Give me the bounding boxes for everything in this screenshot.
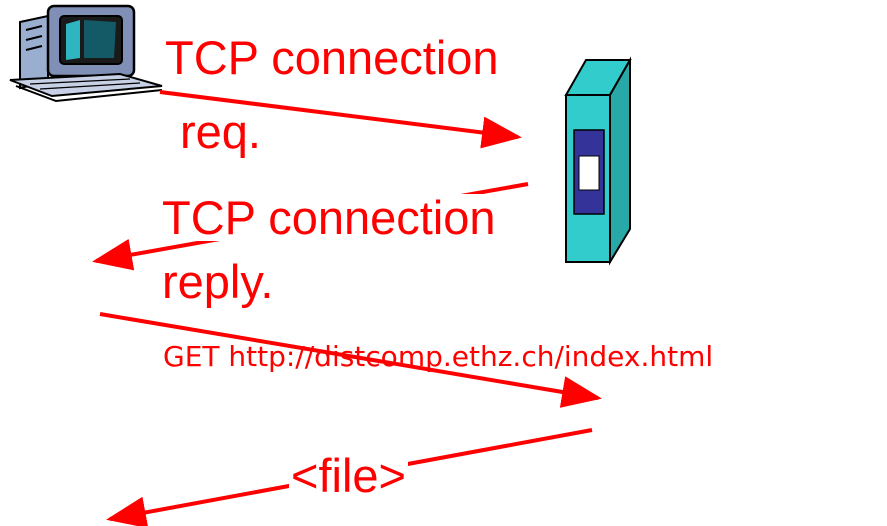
desktop-computer-icon: [9, 4, 163, 103]
tcp-request-arrow: [159, 90, 522, 149]
server-tower-icon: [564, 56, 632, 266]
get-request-label: GET http://distcomp.ethz.ch/index.html: [163, 340, 714, 373]
file-response-label: <file>: [289, 449, 408, 502]
tcp-request-label-line1: TCP connection: [165, 31, 499, 84]
tcp-request-label-line2: req.: [180, 105, 261, 158]
tcp-reply-label-line1: TCP connection: [162, 191, 496, 244]
tcp-reply-label-line2: reply.: [162, 255, 274, 308]
get-request-arrow: [99, 312, 602, 408]
